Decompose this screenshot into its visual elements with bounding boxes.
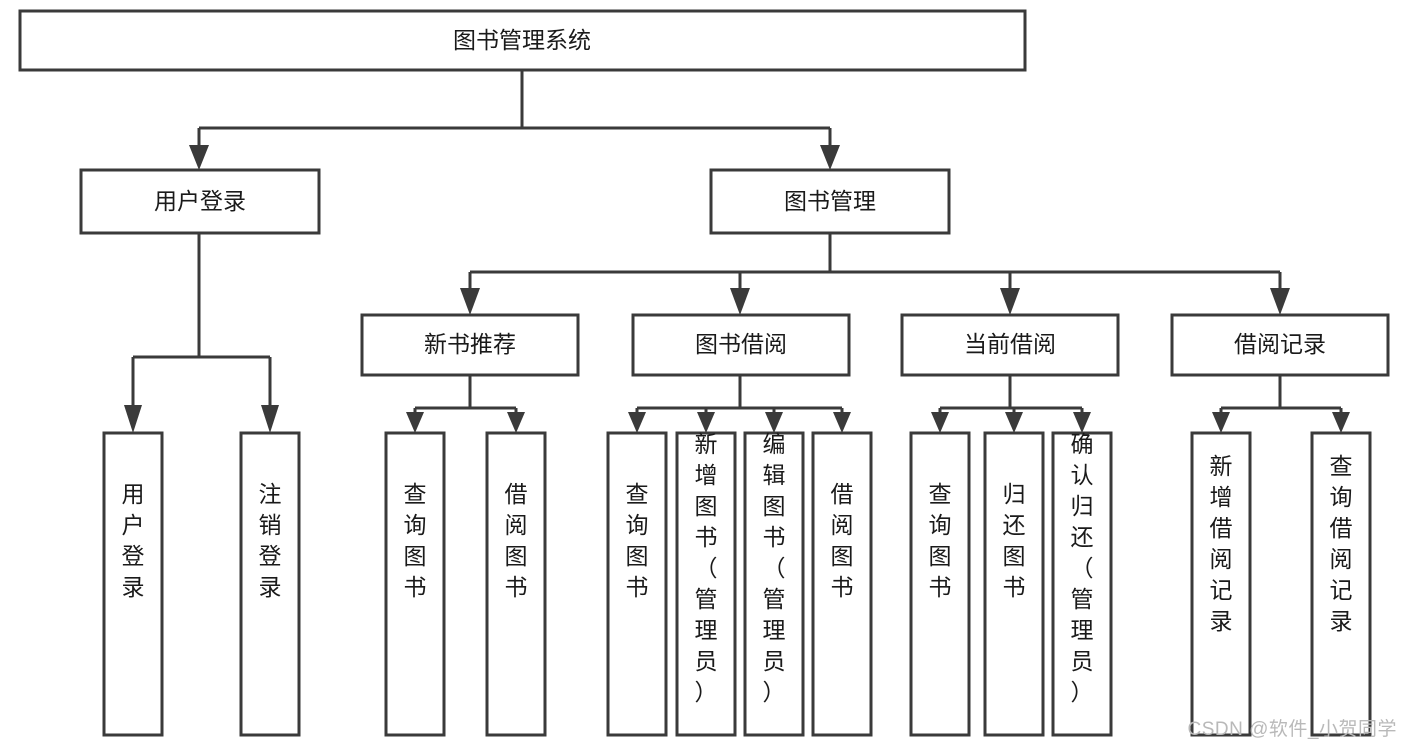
arrow-new-book-leaf-2 bbox=[507, 412, 525, 433]
leaf-node-edit-book-admin[interactable]: 编辑图书（管理员） bbox=[743, 431, 805, 737]
node-new-book-recommend[interactable]: 新书推荐 bbox=[360, 313, 580, 377]
node-label: 归还图书 bbox=[1003, 481, 1026, 600]
arrow-borrow-leaf-1 bbox=[628, 412, 646, 433]
arrow-new-book-leaf-1 bbox=[406, 412, 424, 433]
node-user-login[interactable]: 用户登录 bbox=[79, 168, 321, 235]
node-label: 注销登录 bbox=[259, 481, 282, 600]
node-box bbox=[102, 431, 164, 737]
node-box bbox=[606, 431, 668, 737]
arrow-record-leaf-2 bbox=[1332, 412, 1350, 433]
node-label: 查询图书 bbox=[929, 481, 952, 600]
arrow-book-mgmt-to-new-book bbox=[460, 288, 480, 315]
node-root-book-management-system[interactable]: 图书管理系统 bbox=[18, 9, 1027, 72]
node-label: 借阅图书 bbox=[505, 481, 528, 600]
node-label: 查询图书 bbox=[626, 481, 649, 600]
node-label: 图书借阅 bbox=[695, 331, 787, 357]
arrow-root-to-user-login bbox=[189, 145, 209, 170]
node-label: 新书推荐 bbox=[424, 331, 516, 357]
arrow-record-leaf-1 bbox=[1212, 412, 1230, 433]
arrow-current-leaf-1 bbox=[931, 412, 949, 433]
node-box bbox=[675, 431, 737, 737]
node-label: 新增借阅记录 bbox=[1210, 453, 1233, 634]
watermark: CSDN @软件_小贺同学 bbox=[1187, 719, 1397, 740]
arrow-borrow-leaf-2 bbox=[697, 412, 715, 433]
arrow-root-to-book-mgmt bbox=[820, 145, 840, 170]
node-box bbox=[384, 431, 446, 737]
node-book-borrow[interactable]: 图书借阅 bbox=[631, 313, 851, 377]
leaf-node-add-book-admin[interactable]: 新增图书（管理员） bbox=[675, 431, 737, 737]
node-label: 用户登录 bbox=[154, 188, 246, 214]
arrow-book-mgmt-to-current bbox=[1000, 288, 1020, 315]
node-box bbox=[909, 431, 971, 737]
leaf-node-query-borrow-record[interactable]: 查询借阅记录 bbox=[1310, 431, 1372, 737]
leaf-node-query-book-newbook[interactable]: 查询图书 bbox=[384, 431, 446, 737]
node-borrow-record[interactable]: 借阅记录 bbox=[1170, 313, 1390, 377]
leaf-node-user-login[interactable]: 用户登录 bbox=[102, 431, 164, 737]
node-current-borrow[interactable]: 当前借阅 bbox=[900, 313, 1120, 377]
node-box bbox=[1051, 431, 1113, 737]
node-box bbox=[360, 313, 580, 377]
node-box bbox=[900, 313, 1120, 377]
leaf-node-confirm-return-admin[interactable]: 确认归还（管理员） bbox=[1051, 431, 1113, 737]
node-box bbox=[1310, 431, 1372, 737]
node-box bbox=[1190, 431, 1252, 737]
node-box bbox=[983, 431, 1045, 737]
edges-layer bbox=[124, 70, 1350, 433]
node-box bbox=[743, 431, 805, 737]
node-label: 新增图书（管理员） bbox=[695, 431, 718, 705]
node-label: 借阅图书 bbox=[831, 481, 854, 600]
node-box bbox=[709, 168, 951, 235]
leaf-node-logout[interactable]: 注销登录 bbox=[239, 431, 301, 737]
node-label: 当前借阅 bbox=[964, 331, 1056, 357]
arrow-current-leaf-2 bbox=[1005, 412, 1023, 433]
node-label: 图书管理 bbox=[784, 188, 876, 214]
arrow-user-login-leaf-2 bbox=[261, 405, 279, 433]
leaf-node-return-book[interactable]: 归还图书 bbox=[983, 431, 1045, 737]
node-label: 查询借阅记录 bbox=[1330, 453, 1353, 634]
arrow-borrow-leaf-4 bbox=[833, 412, 851, 433]
arrow-user-login-leaf-1 bbox=[124, 405, 142, 433]
arrow-current-leaf-3 bbox=[1073, 412, 1091, 433]
node-label: 查询图书 bbox=[404, 481, 427, 600]
node-box bbox=[18, 9, 1027, 72]
node-box bbox=[79, 168, 321, 235]
node-box bbox=[1170, 313, 1390, 377]
node-box bbox=[239, 431, 301, 737]
leaf-node-query-book-current[interactable]: 查询图书 bbox=[909, 431, 971, 737]
node-book-management[interactable]: 图书管理 bbox=[709, 168, 951, 235]
arrow-book-mgmt-to-borrow bbox=[730, 288, 750, 315]
node-box bbox=[811, 431, 873, 737]
node-label: 用户登录 bbox=[122, 481, 145, 600]
leaf-node-borrow-book-newbook[interactable]: 借阅图书 bbox=[485, 431, 547, 737]
node-label: 图书管理系统 bbox=[453, 27, 591, 53]
leaf-node-borrow-book[interactable]: 借阅图书 bbox=[811, 431, 873, 737]
node-box bbox=[631, 313, 851, 377]
node-label: 借阅记录 bbox=[1234, 331, 1326, 357]
node-box bbox=[485, 431, 547, 737]
leaf-node-query-book-borrow[interactable]: 查询图书 bbox=[606, 431, 668, 737]
leaf-node-add-borrow-record[interactable]: 新增借阅记录 bbox=[1190, 431, 1252, 737]
leaf-nodes-layer: 用户登录 注销登录 查询图书 借阅图书 查询图书 新增图书（管理员） bbox=[102, 431, 1372, 737]
node-label: 编辑图书（管理员） bbox=[763, 431, 786, 705]
node-label: 确认归还（管理员） bbox=[1071, 431, 1094, 705]
arrow-borrow-leaf-3 bbox=[765, 412, 783, 433]
arrow-book-mgmt-to-record bbox=[1270, 288, 1290, 315]
